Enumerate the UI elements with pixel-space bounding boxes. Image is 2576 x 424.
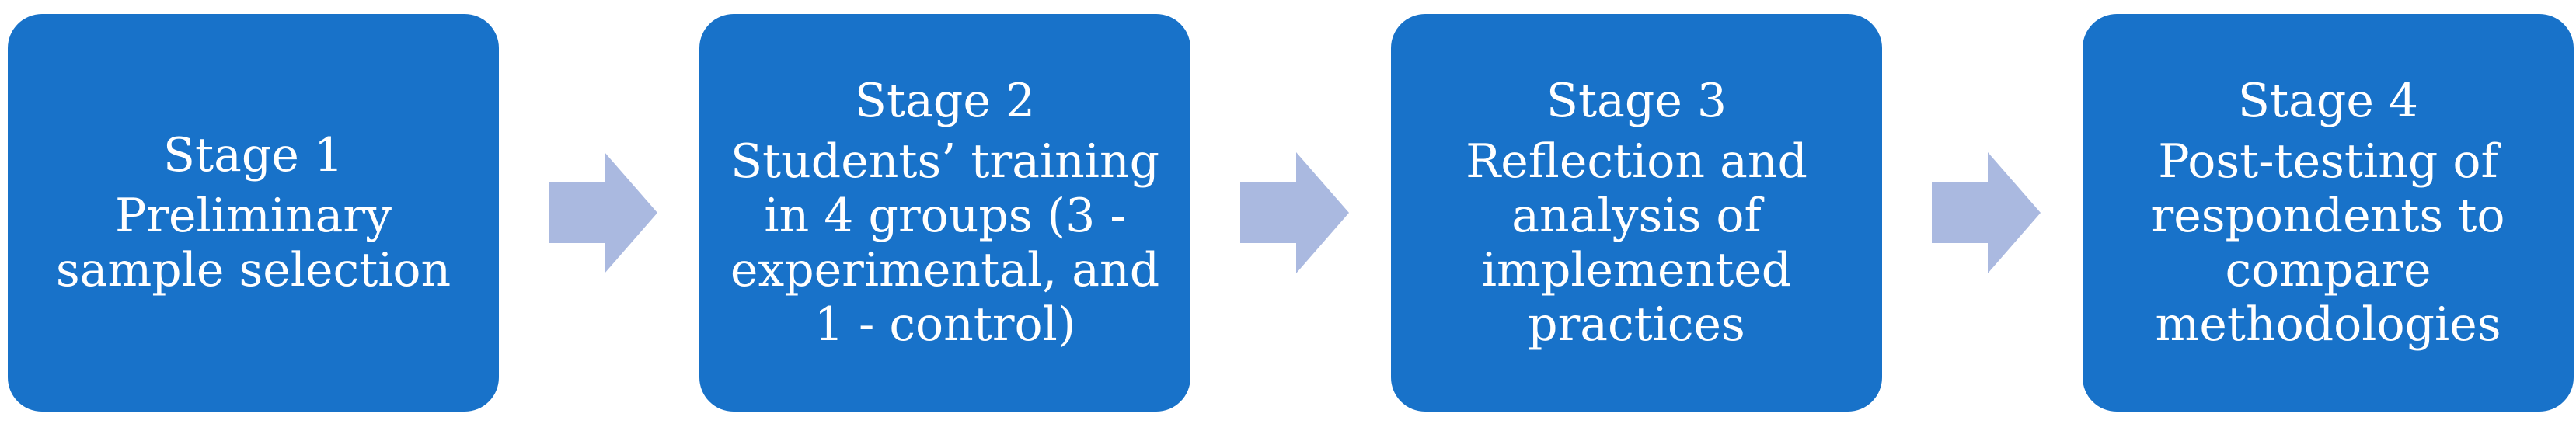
stage-1-description: Preliminary sample selection	[56, 189, 451, 297]
stage-4-line-2: respondents to	[2151, 189, 2505, 243]
stage-1-line-2: sample selection	[55, 243, 451, 297]
stage-4-title: Stage 4	[2237, 74, 2419, 128]
stage-1-line-1: Preliminary	[114, 189, 392, 243]
stage-2-box: Stage 2 Students’ training in 4 groups (…	[699, 14, 1190, 412]
stage-4-description: Post-testing of respondents to compare m…	[2152, 134, 2505, 352]
stage-4-line-1: Post-testing of	[2158, 134, 2498, 189]
stage-4-box: Stage 4 Post-testing of respondents to c…	[2083, 14, 2574, 412]
stage-4-line-3: compare	[2225, 243, 2431, 297]
right-arrow-icon	[1932, 152, 2041, 273]
stage-2-line-4: 1 - control)	[814, 297, 1076, 352]
stage-1-title: Stage 1	[162, 128, 344, 182]
right-arrow-icon	[1240, 152, 1349, 273]
stage-2-line-3: experimental, and	[730, 243, 1160, 297]
stage-2-line-2: in 4 groups (3 -	[764, 189, 1126, 243]
stage-2-description: Students’ training in 4 groups (3 - expe…	[730, 134, 1159, 352]
stage-3-line-3: implemented	[1481, 243, 1792, 297]
stage-4-line-4: methodologies	[2155, 297, 2501, 352]
right-arrow-icon	[549, 152, 657, 273]
stage-3-line-4: practices	[1528, 297, 1745, 352]
stage-3-line-1: Reflection and	[1466, 134, 1807, 189]
stage-2-line-1: Students’ training	[730, 134, 1160, 189]
stage-1-box: Stage 1 Preliminary sample selection	[8, 14, 499, 412]
stage-3-line-2: analysis of	[1511, 189, 1762, 243]
stage-2-title: Stage 2	[854, 74, 1036, 128]
stage-3-title: Stage 3	[1546, 74, 1727, 128]
stage-3-box: Stage 3 Reflection and analysis of imple…	[1391, 14, 1882, 412]
stage-3-description: Reflection and analysis of implemented p…	[1466, 134, 1807, 352]
